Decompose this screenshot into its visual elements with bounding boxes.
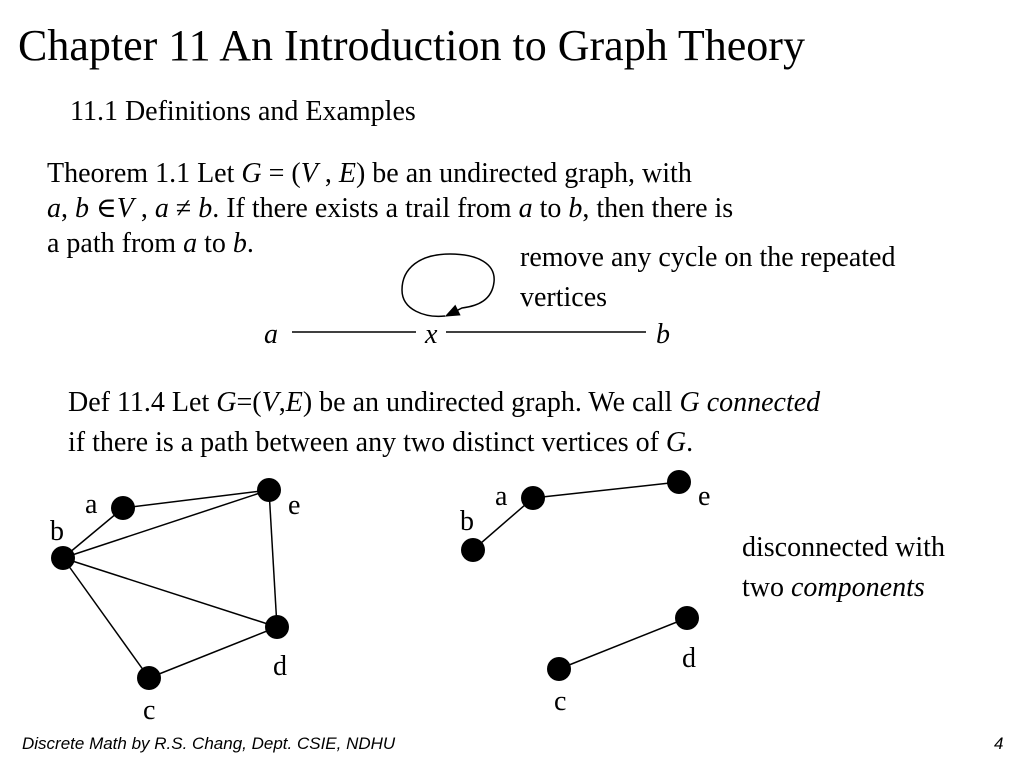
definition-text-part: Def 11.4 Let <box>68 387 217 418</box>
vertex-label-a: a <box>495 481 508 512</box>
graph-edge <box>62 557 150 679</box>
math-var: b <box>198 193 213 224</box>
theorem-text-part: , <box>317 158 339 189</box>
disconnected-note-text: two <box>742 572 791 603</box>
theorem-line-2: a, b ∈V , a ≠ b. If there exists a trail… <box>47 191 733 226</box>
theorem-text-part: ≠ <box>168 193 199 224</box>
theorem-text-part: = ( <box>261 158 301 189</box>
vertex-c <box>547 657 571 681</box>
definition-text-part: , <box>278 387 286 418</box>
connected-term: connected <box>706 387 821 418</box>
theorem-text-part: , <box>133 193 155 224</box>
trail-note-line-2: vertices <box>520 282 608 313</box>
vertex-label-e: e <box>288 490 300 521</box>
theorem-text-part: , then there is <box>582 193 734 224</box>
definition-text-part: . <box>686 427 694 458</box>
math-var: a <box>183 228 198 259</box>
components-term: components <box>791 572 925 603</box>
theorem-text-part: a path from <box>47 228 184 259</box>
math-var: a <box>47 193 61 224</box>
math-var: G <box>679 387 700 418</box>
math-var: a <box>154 193 169 224</box>
vertex-e <box>667 470 691 494</box>
section-heading: 11.1 Definitions and Examples <box>70 96 416 127</box>
math-var: E <box>338 158 356 189</box>
graph-edge <box>62 507 124 559</box>
graph-edge <box>62 557 278 628</box>
vertex-a <box>111 496 135 520</box>
definition-text-part: =( <box>236 387 262 418</box>
theorem-line-3: a path from a to b. <box>47 226 733 261</box>
vertex-label-c: c <box>554 686 566 717</box>
vertex-label-d: d <box>682 643 696 674</box>
disconnected-note-line-1: disconnected with <box>742 532 945 563</box>
trail-label-a: a <box>264 319 278 350</box>
vertex-label-c: c <box>143 695 155 726</box>
math-var: b <box>75 193 89 224</box>
math-var: G <box>216 387 237 418</box>
theorem-text-part: . If there exists a trail from <box>212 193 519 224</box>
math-var: b <box>568 193 583 224</box>
graph-edge <box>122 489 270 509</box>
theorem-text-part: to <box>532 193 569 224</box>
math-var: V <box>261 387 279 418</box>
definition-text: Def 11.4 Let G=(V,E) be an undirected gr… <box>68 383 820 463</box>
theorem-line-1: Theorem 1.1 Let G = (V , E) be an undire… <box>47 156 733 191</box>
vertex-label-e: e <box>698 481 710 512</box>
vertex-a <box>521 486 545 510</box>
graph-edge <box>62 489 270 559</box>
vertex-d <box>265 615 289 639</box>
math-var: E <box>285 387 303 418</box>
vertex-label-b: b <box>50 516 64 547</box>
vertex-b <box>461 538 485 562</box>
trail-note-line-1: remove any cycle on the repeated <box>520 242 896 273</box>
disconnected-graph: a b c d e <box>460 470 710 717</box>
cycle-loop-arrow <box>401 253 495 318</box>
graph-edge <box>558 617 688 670</box>
trail-label-b: b <box>656 319 670 350</box>
vertex-b <box>51 546 75 570</box>
disconnected-note: disconnected with two components <box>742 528 945 608</box>
vertex-label-d: d <box>273 651 287 682</box>
graph-edge <box>532 481 680 499</box>
math-var: a <box>518 193 533 224</box>
math-var: G <box>241 158 262 189</box>
definition-line-1: Def 11.4 Let G=(V,E) be an undirected gr… <box>68 383 820 423</box>
slide-title: Chapter 11 An Introduction to Graph Theo… <box>18 21 805 70</box>
theorem-text-part: , <box>61 193 75 224</box>
trail-label-x: x <box>424 319 438 350</box>
vertex-e <box>257 478 281 502</box>
math-var: G <box>665 427 687 458</box>
theorem-text: Theorem 1.1 Let G = (V , E) be an undire… <box>47 156 733 261</box>
vertex-label-b: b <box>460 506 474 537</box>
disconnected-note-line-2: two components <box>742 568 945 608</box>
vertex-c <box>137 666 161 690</box>
vertex-d <box>675 606 699 630</box>
theorem-text-part: ∈ <box>89 193 117 224</box>
graph-edge <box>148 626 278 679</box>
trail-diagram: a x b <box>264 253 670 350</box>
math-var: b <box>232 228 247 259</box>
theorem-text-part: Theorem 1.1 Let <box>47 158 242 189</box>
footer-text: Discrete Math by R.S. Chang, Dept. CSIE,… <box>22 734 396 753</box>
graph-edge <box>472 497 534 551</box>
theorem-text-part: to <box>197 228 233 259</box>
math-var: V <box>116 193 134 224</box>
math-var: V <box>300 158 318 189</box>
connected-graph: a b c d e <box>50 478 300 726</box>
page-number: 4 <box>994 734 1004 753</box>
graph-edge <box>268 489 278 628</box>
trail-note: remove any cycle on the repeated vertice… <box>520 238 895 318</box>
theorem-text-part: . <box>246 228 254 259</box>
definition-line-2: if there is a path between any two disti… <box>68 423 820 463</box>
definition-text-part: if there is a path between any two disti… <box>68 427 666 458</box>
definition-text-part: ) be an undirected graph. We call <box>302 387 680 418</box>
theorem-text-part: ) be an undirected graph, with <box>355 158 692 189</box>
vertex-label-a: a <box>85 489 98 520</box>
